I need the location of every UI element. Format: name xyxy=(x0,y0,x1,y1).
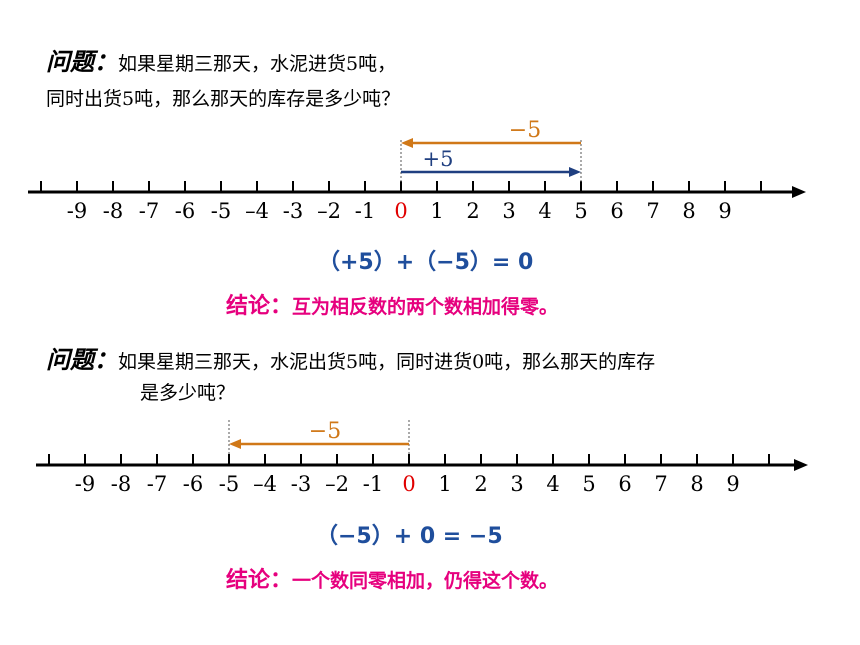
arrow-minus-5-head xyxy=(401,138,413,148)
tick-label: -8 xyxy=(103,199,123,223)
conclusion-2-text: 一个数同零相加，仍得这个数。 xyxy=(292,570,559,592)
tick-label: -7 xyxy=(139,199,159,223)
tick-label: –4 xyxy=(245,199,269,223)
tick-label: 7 xyxy=(646,199,659,223)
tick-label: 2 xyxy=(474,472,487,496)
problem-1-line-1: 如果星期三那天，水泥进货5吨， xyxy=(118,53,397,75)
tick-label: 8 xyxy=(682,199,695,223)
conclusion-1-label: 结论： xyxy=(226,294,293,319)
tick-label: -9 xyxy=(75,472,95,496)
tick-label: 0 xyxy=(394,199,407,223)
tick-label: -3 xyxy=(283,199,303,223)
tick-label: 1 xyxy=(430,199,443,223)
conclusion-1: 结论：互为相反数的两个数相加得零。 xyxy=(226,288,558,320)
tick-label: -9 xyxy=(67,199,87,223)
tick-label: 1 xyxy=(438,472,451,496)
tick-label: 2 xyxy=(466,199,479,223)
tick-label: 8 xyxy=(690,472,703,496)
problem-1-line-2: 同时出货5吨，那么那天的库存是多少吨？ xyxy=(46,88,401,110)
tick-label: 9 xyxy=(726,472,739,496)
tick-label: 4 xyxy=(538,199,551,223)
arrow-minus-5-head xyxy=(229,439,241,449)
tick-label: 3 xyxy=(502,199,515,223)
equation-1: （+5）+（−5）= 0 xyxy=(318,250,534,275)
tick-label: -7 xyxy=(147,472,167,496)
tick-label: 7 xyxy=(654,472,667,496)
tick-label: -1 xyxy=(355,199,375,223)
problem-2-line-2: 是多少吨？ xyxy=(140,382,236,404)
tick-label: -5 xyxy=(211,199,231,223)
tick-label: –2 xyxy=(317,199,341,223)
problem-1-label: 问题： xyxy=(46,47,118,76)
tick-label: 9 xyxy=(718,199,731,223)
arrow-minus-5-label: −5 xyxy=(509,118,541,143)
conclusion-2-label: 结论： xyxy=(226,568,293,593)
tick-label: 6 xyxy=(610,199,623,223)
conclusion-1-text: 互为相反数的两个数相加得零。 xyxy=(292,296,559,318)
tick-label: 6 xyxy=(618,472,631,496)
problem-1: 问题：如果星期三那天，水泥进货5吨， xyxy=(46,42,396,77)
tick-label: -6 xyxy=(183,472,203,496)
tick-label: 5 xyxy=(574,199,587,223)
tick-label: 3 xyxy=(510,472,523,496)
tick-label: -3 xyxy=(291,472,311,496)
tick-label: -5 xyxy=(219,472,239,496)
tick-label: 0 xyxy=(402,472,415,496)
tick-label: –4 xyxy=(253,472,277,496)
tick-label: -6 xyxy=(175,199,195,223)
equation-2: （−5）+ 0 = −5 xyxy=(316,524,503,549)
axis-arrow-head xyxy=(794,459,808,471)
tick-label: -1 xyxy=(363,472,383,496)
problem-2-label: 问题： xyxy=(46,345,118,374)
conclusion-2: 结论：一个数同零相加，仍得这个数。 xyxy=(226,562,558,594)
arrow-plus-5-label: +5 xyxy=(423,147,454,171)
arrow-plus-5-head xyxy=(569,167,581,177)
problem-2: 问题：如果星期三那天，水泥出货5吨，同时进货0吨，那么那天的库存 xyxy=(46,340,655,375)
tick-label: 4 xyxy=(546,472,559,496)
problem-2-line-1: 如果星期三那天，水泥出货5吨，同时进货0吨，那么那天的库存 xyxy=(118,351,656,373)
tick-label: 5 xyxy=(582,472,595,496)
tick-label: –2 xyxy=(325,472,349,496)
arrow-minus-5-label: −5 xyxy=(309,419,341,444)
axis-arrow-head xyxy=(792,186,806,198)
tick-label: -8 xyxy=(111,472,131,496)
